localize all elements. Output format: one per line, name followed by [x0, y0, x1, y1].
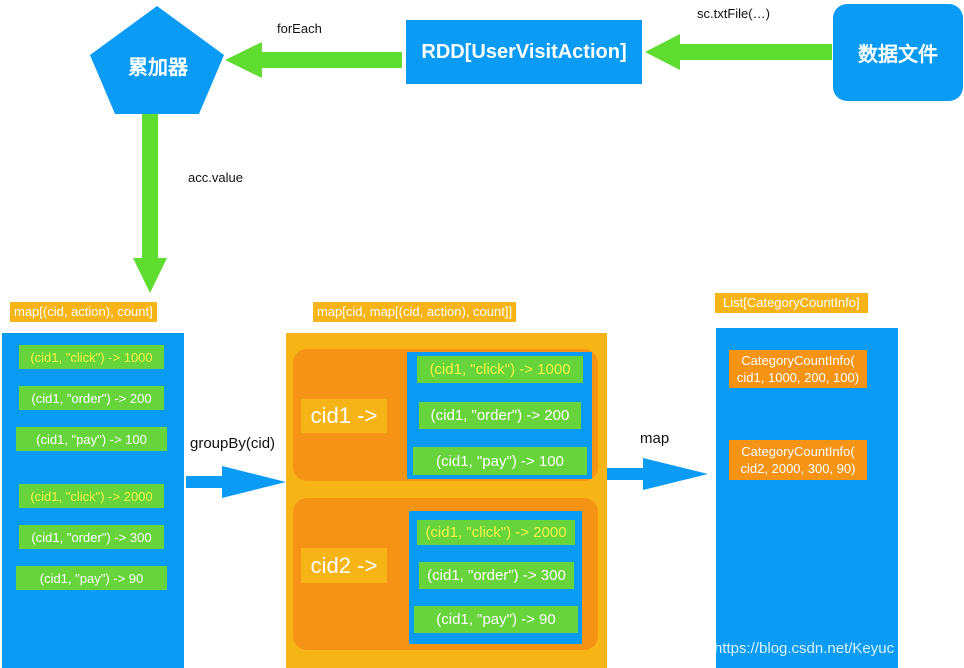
box2-item: (cid1, "pay") -> 90	[414, 606, 578, 633]
accumulator-pentagon	[90, 6, 224, 114]
box1-item: (cid1, "click") -> 1000	[19, 345, 164, 369]
arrow-foreach	[225, 42, 402, 78]
rdd-label: RDD[UserVisitAction]	[421, 40, 627, 63]
arrow-acc-value	[133, 114, 167, 293]
box1-item: (cid1, "pay") -> 100	[16, 427, 167, 451]
box2-item: (cid1, "click") -> 2000	[417, 520, 575, 545]
group-key: cid1 ->	[301, 399, 387, 433]
watermark: https://blog.csdn.net/Keyuc	[714, 640, 895, 657]
box2-item: (cid1, "click") -> 1000	[417, 356, 583, 383]
box1-item: (cid1, "pay") -> 90	[16, 566, 167, 590]
box1-item: (cid1, "click") -> 2000	[19, 484, 164, 508]
category-count-info: CategoryCountInfo( cid2, 2000, 300, 90)	[729, 440, 867, 480]
box1-item: (cid1, "order") -> 300	[19, 525, 164, 549]
flow-arrows-mid	[186, 458, 708, 498]
datafile-box: 数据文件	[833, 4, 963, 101]
accumulator-label: 累加器	[128, 56, 188, 79]
rdd-box: RDD[UserVisitAction]	[406, 20, 642, 84]
box2-item: (cid1, "order") -> 300	[419, 562, 574, 589]
datafile-label: 数据文件	[858, 44, 938, 66]
arrow-textfile	[645, 34, 832, 70]
edge-label-acc-value: acc.value	[188, 170, 243, 185]
edge-label-map: map	[640, 430, 670, 447]
box3-title: List[CategoryCountInfo]	[715, 293, 868, 313]
box2-title: map[cid, map[(cid, action), count]]	[313, 302, 517, 322]
group-key: cid2 ->	[301, 548, 387, 583]
edge-label-textfile: sc.txtFile(…)	[697, 6, 770, 21]
edge-label-foreach: forEach	[277, 21, 322, 36]
edge-label-groupby: groupBy(cid)	[190, 435, 276, 452]
box1-item: (cid1, "order") -> 200	[19, 386, 164, 410]
box2-item: (cid1, "order") -> 200	[419, 402, 581, 429]
flow-arrows-top	[90, 6, 832, 293]
box2-item: (cid1, "pay") -> 100	[413, 447, 587, 475]
category-count-info: CategoryCountInfo( cid1, 1000, 200, 100)	[729, 350, 867, 388]
box1-title: map[(cid, action), count]	[10, 302, 157, 322]
arrow-map	[607, 458, 708, 490]
arrow-groupby	[186, 466, 286, 498]
